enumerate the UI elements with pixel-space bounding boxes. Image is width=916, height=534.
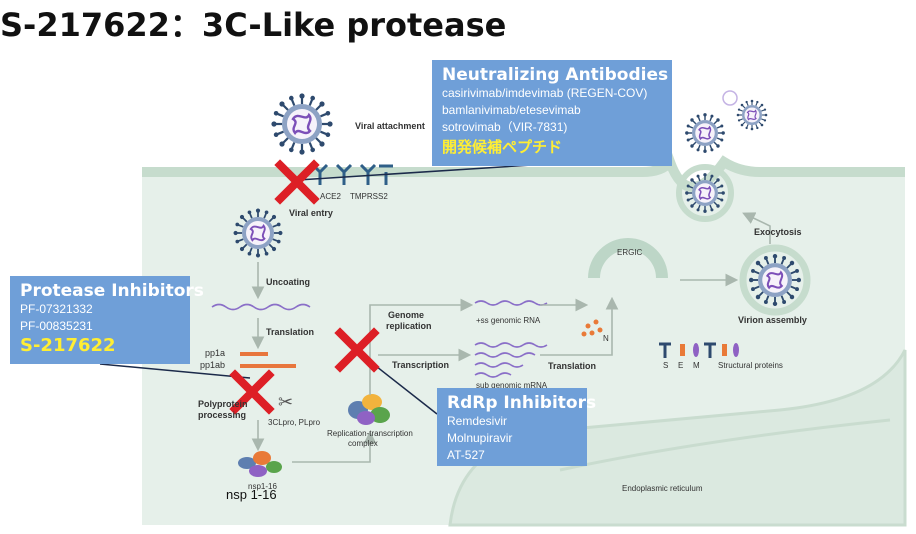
label-pp1ab: pp1ab <box>200 360 225 370</box>
label-e: E <box>678 361 683 370</box>
label-s: S <box>663 361 668 370</box>
label-nsp-large: nsp 1-16 <box>226 487 277 502</box>
neutralizing-line-1: casirivimab/imdevimab (REGEN-COV) <box>442 86 648 100</box>
neutralizing-highlight: 開発候補ペプチド <box>442 138 563 156</box>
label-ss-genomic-rna: +ss genomic RNA <box>476 316 541 325</box>
label-polyprotein-1: Polyprotein <box>198 399 248 409</box>
label-m: M <box>693 361 700 370</box>
label-uncoating: Uncoating <box>266 277 310 287</box>
protease-inhibitors-box: Protease Inhibitors PF-07321332 PF-00835… <box>10 276 204 364</box>
neutralizing-line-3: sotrovimab（VIR-7831) <box>442 120 568 134</box>
virus-entry <box>232 207 284 259</box>
svg-text:✂: ✂ <box>278 392 293 412</box>
page-title: S-217622：3C-Like protease <box>0 6 507 44</box>
nsp-cluster <box>238 451 282 477</box>
label-replication-complex-1: Replication-transcription <box>327 429 413 438</box>
label-protease: 3CLpro, PLpro <box>268 418 321 427</box>
label-viral-attachment: Viral attachment <box>355 121 425 131</box>
pp1a-bar <box>240 352 268 356</box>
virus-exocytosis <box>684 172 726 214</box>
label-pp1a: pp1a <box>205 348 225 358</box>
neutralizing-line-2: bamlanivimab/etesevimab <box>442 103 581 117</box>
structural-protein-icons <box>659 342 739 358</box>
label-ergic: ERGIC <box>617 248 643 257</box>
label-exocytosis: Exocytosis <box>754 227 802 237</box>
label-endoplasmic-reticulum: Endoplasmic reticulum <box>622 484 703 493</box>
label-virion-assembly: Virion assembly <box>738 315 807 325</box>
rdrp-inhibitors-box: RdRp Inhibitors Remdesivir Molnupiravir … <box>437 388 597 466</box>
neutralizing-antibodies-box: Neutralizing Antibodies casirivimab/imde… <box>432 60 672 166</box>
neutralizing-heading: Neutralizing Antibodies <box>442 65 669 85</box>
n-protein-dots <box>581 319 603 337</box>
protease-line-1: PF-07321332 <box>20 302 93 316</box>
protease-highlight: S-217622 <box>20 335 116 356</box>
label-n: N <box>603 334 609 343</box>
label-structural-proteins: Structural proteins <box>718 361 783 370</box>
label-transcription: Transcription <box>392 360 449 370</box>
label-nsp-small: nsp1-16 <box>248 482 277 491</box>
label-replication-complex-2: complex <box>348 439 378 448</box>
label-tmprss2: TMPRSS2 <box>350 192 388 201</box>
rna-strands <box>211 300 548 378</box>
replication-complex-blob <box>348 394 390 425</box>
label-translation-2: Translation <box>548 361 596 371</box>
label-polyprotein-2: processing <box>198 410 246 420</box>
rdrp-line-1: Remdesivir <box>447 414 508 428</box>
rdrp-line-3: AT-527 <box>447 448 485 462</box>
label-sub-genomic-mrna: sub genomic mRNA <box>476 381 548 390</box>
protease-heading: Protease Inhibitors <box>20 281 204 301</box>
label-genome-replication-2: replication <box>386 321 432 331</box>
virus-assembly <box>747 252 803 308</box>
label-translation: Translation <box>266 327 314 337</box>
label-genome-replication-1: Genome <box>388 310 424 320</box>
label-viral-entry: Viral entry <box>289 208 333 218</box>
virus-attachment <box>270 92 334 156</box>
rdrp-line-2: Molnupiravir <box>447 431 513 445</box>
protease-line-2: PF-00835231 <box>20 319 93 333</box>
pp1ab-bar <box>240 364 296 368</box>
rdrp-heading: RdRp Inhibitors <box>447 393 597 413</box>
virus-budding <box>684 112 726 154</box>
ergic <box>588 238 668 278</box>
virus-released <box>736 99 768 131</box>
endoplasmic-reticulum <box>448 349 907 527</box>
cell-membrane <box>142 151 905 192</box>
label-ace2: ACE2 <box>320 192 341 201</box>
